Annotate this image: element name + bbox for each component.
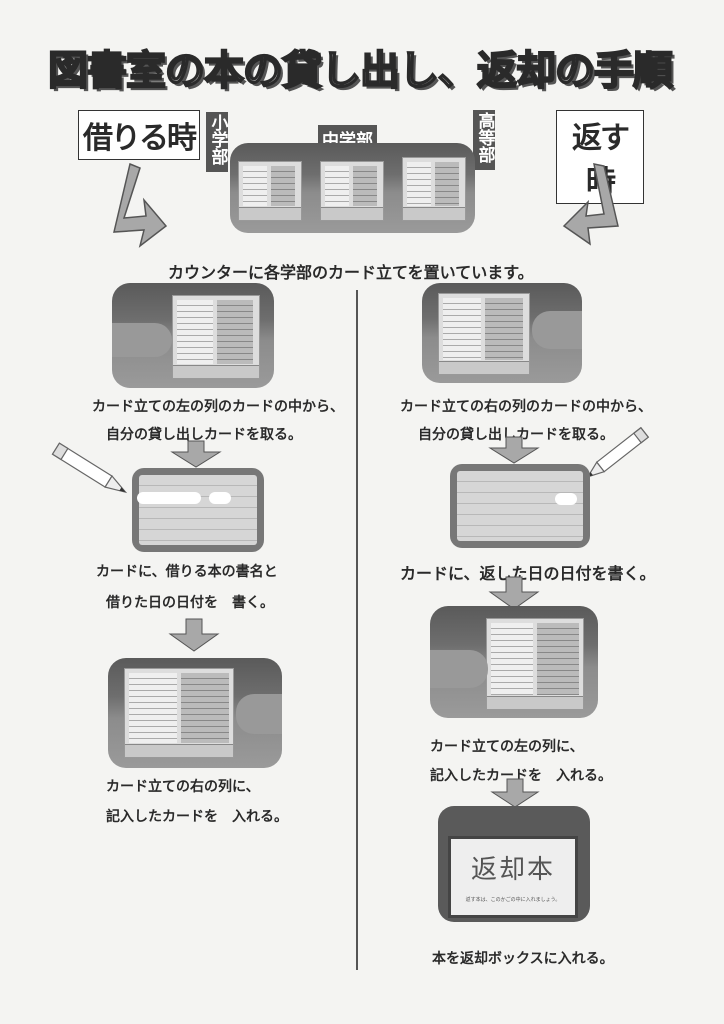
return-box-sign-text: 返却本 [470, 855, 555, 885]
card-stands-photo [230, 143, 475, 233]
hand [236, 694, 282, 734]
page-title: 図書室の本の貸し出し、返却の手順 [30, 36, 690, 98]
hand [532, 311, 582, 349]
intro-text: カウンターに各学部のカード立てを置いています。 [168, 263, 534, 282]
junior-high-card-stand [320, 161, 384, 221]
book-title-field [137, 492, 201, 504]
column-divider [356, 290, 358, 970]
elementary-card-stand [238, 161, 302, 221]
hand [430, 650, 488, 688]
return-card-image [450, 464, 590, 548]
high-school-card-stand [402, 157, 466, 221]
date-field [209, 492, 231, 504]
high-school-division-label: 高等部 [473, 110, 495, 170]
elementary-label-text: 小学部 [207, 114, 228, 165]
return-step4-line1: 本を返却ボックスに入れる。 [432, 951, 614, 967]
borrow-label: 借りる時 [78, 110, 200, 160]
high-school-label-text: 高等部 [474, 112, 495, 163]
return-step3-line1: カード立ての左の列に、 [430, 739, 584, 755]
return-step3-line2: 記入したカードを 入れる。 [430, 768, 612, 784]
curved-arrow-left-icon [113, 162, 168, 248]
return-box-photo: 返却本 返す本は、このかごの中に入れましょう。 [438, 806, 590, 922]
title-text: 図書室の本の貸し出し、返却の手順 [47, 47, 674, 95]
return-box-note: 返す本は、このかごの中に入れましょう。 [465, 897, 561, 903]
pencil-icon [586, 426, 650, 478]
down-arrow-icon [490, 778, 540, 808]
curved-arrow-right-icon [562, 163, 619, 246]
borrow-step3-photo [108, 658, 282, 768]
borrow-step1-photo [112, 283, 274, 388]
return-step3-photo [430, 606, 598, 718]
down-arrow-icon [170, 440, 222, 468]
borrow-step1-line1: カード立ての左の列のカードの中から、 [92, 399, 344, 415]
down-arrow-icon [488, 436, 540, 464]
hand [112, 323, 172, 357]
borrow-card-image [132, 468, 264, 552]
return-step1-line1: カード立ての右の列のカードの中から、 [400, 399, 652, 415]
borrow-step3-line2: 記入したカードを 入れる。 [106, 809, 288, 825]
down-arrow-icon [168, 618, 220, 652]
borrow-step2-line2: 借りた日の日付を 書く。 [106, 595, 274, 611]
down-arrow-icon [488, 576, 540, 610]
borrow-step3-line1: カード立ての右の列に、 [106, 779, 260, 795]
return-step2-line1: カードに、返した日の日付を書く。 [400, 564, 656, 583]
borrow-step1-line2: 自分の貸し出しカードを取る。 [106, 427, 302, 443]
return-box-sign: 返却本 返す本は、このかごの中に入れましょう。 [448, 836, 578, 918]
elementary-division-label: 小学部 [206, 112, 228, 172]
return-step1-line2: 自分の貸し出しカードを取る。 [418, 427, 614, 443]
borrow-step2-line1: カードに、借りる本の書名と [96, 564, 278, 580]
return-step1-photo [422, 283, 582, 383]
pencil-icon [51, 442, 128, 494]
return-date-field [555, 493, 577, 505]
